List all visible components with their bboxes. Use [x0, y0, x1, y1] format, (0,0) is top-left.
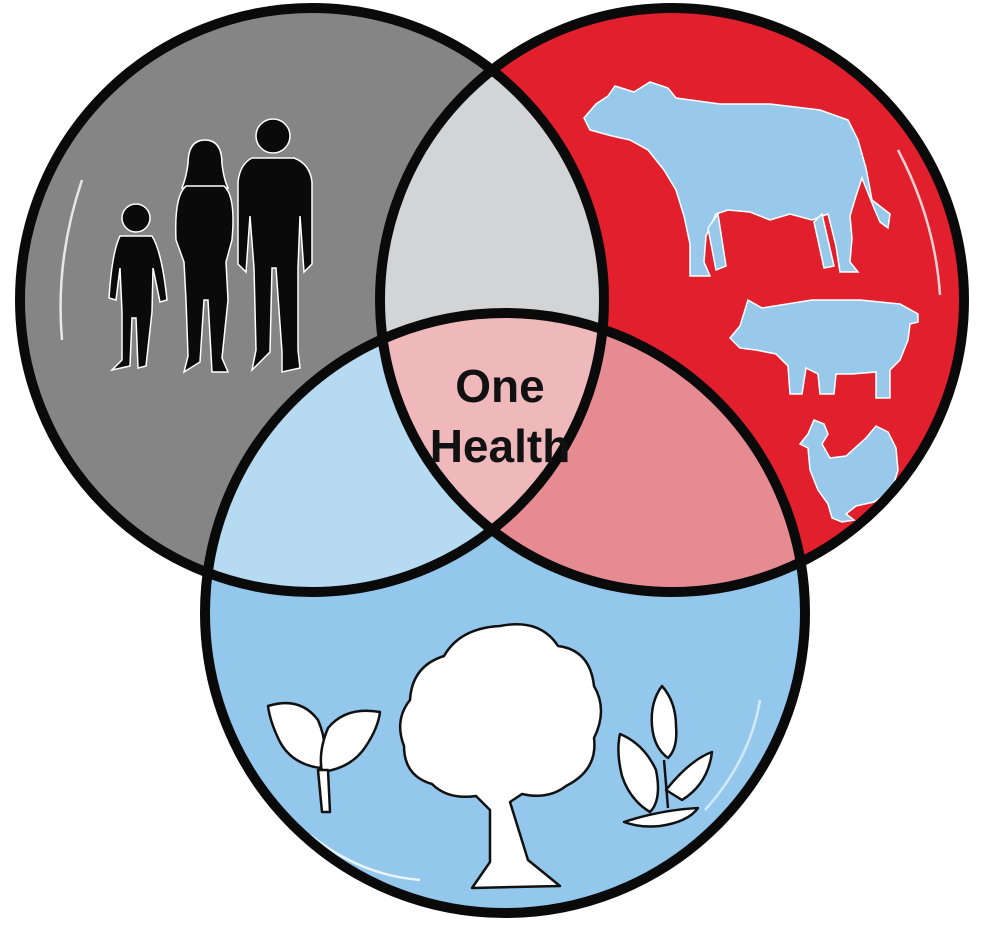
- center-label-line-1: One: [455, 360, 544, 412]
- center-label-line-2: Health: [430, 420, 571, 472]
